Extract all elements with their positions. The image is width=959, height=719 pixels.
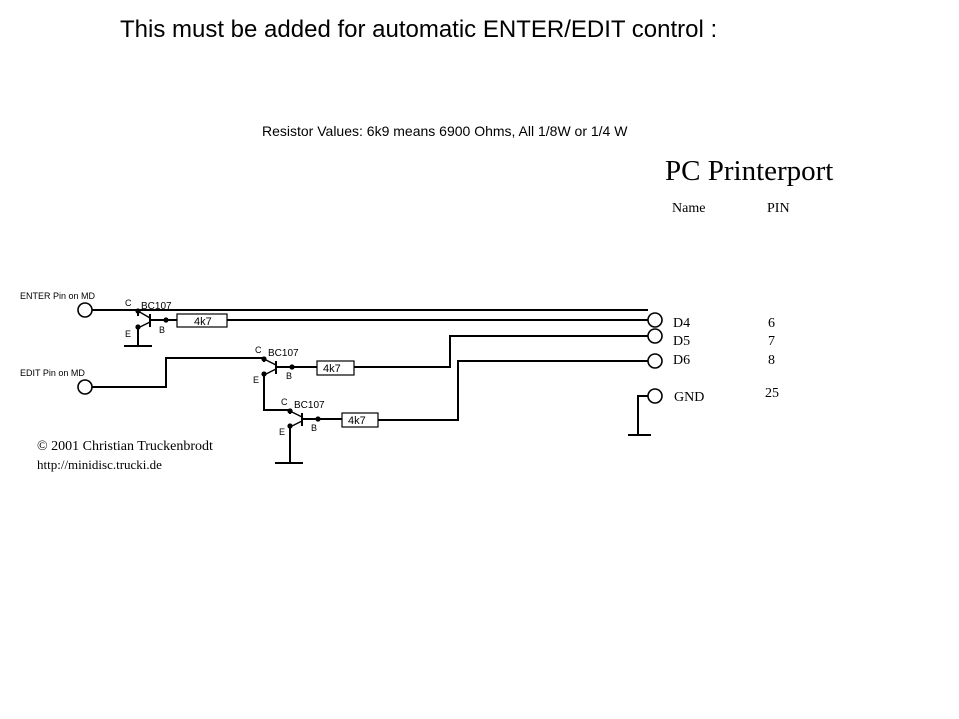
t3-base-node	[315, 416, 321, 422]
credits-url: http://minidisc.trucki.de	[37, 457, 162, 472]
t3-c-label: C	[281, 397, 288, 407]
printerport-col-name: Name	[672, 201, 705, 216]
copyright-text: © 2001 Christian Truckenbrodt	[37, 439, 213, 454]
t1-emitter-node	[135, 324, 141, 330]
r2-to-d5	[354, 335, 648, 368]
t2-c-label: C	[255, 345, 262, 355]
t2-base-node	[289, 364, 295, 370]
terminal-gnd	[647, 388, 663, 404]
enter-terminal	[77, 302, 93, 318]
gnd-wire	[637, 395, 648, 435]
t1-b-label: B	[159, 325, 165, 335]
t2-type-label: BC107	[268, 348, 299, 359]
port-pin-d4: 6	[768, 316, 775, 331]
t3-e-label: E	[279, 427, 285, 437]
t1-type-label: BC107	[141, 301, 172, 312]
resistor-r1	[176, 313, 228, 328]
port-name-gnd: GND	[674, 390, 704, 405]
transistor-1: BC107 C B E 4k7	[125, 298, 228, 339]
transistor-3: BC107 C B E 4k7	[279, 397, 379, 437]
t1-c-label: C	[125, 298, 132, 308]
edit-wire	[92, 357, 265, 388]
t3-collector-node	[287, 408, 293, 414]
t2-e-label: E	[253, 375, 259, 385]
printerport-title: PC Printerport	[665, 155, 833, 187]
ground-symbols	[124, 345, 651, 464]
t1-e-label: E	[125, 329, 131, 339]
r3-value-label: 4k7	[348, 415, 366, 427]
port-pin-d5: 7	[768, 334, 775, 349]
t3-type-label: BC107	[294, 400, 325, 411]
edit-pin-label: EDIT Pin on MD	[20, 368, 85, 378]
enter-pin-label: ENTER Pin on MD	[20, 291, 96, 301]
r2-value-label: 4k7	[323, 363, 341, 375]
port-name-d4: D4	[673, 316, 690, 331]
enter-wire	[92, 309, 139, 316]
page-title: This must be added for automatic ENTER/E…	[120, 16, 717, 43]
printerport-col-pin: PIN	[767, 201, 790, 216]
resistor-r2	[316, 360, 355, 376]
terminal-d6	[647, 353, 663, 369]
port-name-d5: D5	[673, 334, 690, 349]
transistor-2: BC107 C B E 4k7	[253, 345, 355, 385]
t1-base-node	[163, 317, 169, 323]
resistor-r3	[341, 412, 379, 428]
edit-terminal	[77, 379, 93, 395]
port-pin-gnd: 25	[765, 386, 779, 401]
resistor-note: Resistor Values: 6k9 means 6900 Ohms, Al…	[262, 123, 628, 139]
t3-b-label: B	[311, 423, 317, 433]
t2-emitter-node	[261, 371, 267, 377]
wires	[92, 309, 648, 463]
port-name-d6: D6	[673, 353, 690, 368]
t2-b-label: B	[286, 371, 292, 381]
terminal-d4	[647, 312, 663, 328]
t2-collector-node	[261, 356, 267, 362]
terminal-d5	[647, 328, 663, 344]
port-pin-d6: 8	[768, 353, 775, 368]
r3-to-d6	[378, 360, 648, 421]
t1-collector-node	[135, 308, 141, 314]
r1-value-label: 4k7	[194, 316, 212, 328]
t3-emitter-node	[287, 423, 293, 429]
